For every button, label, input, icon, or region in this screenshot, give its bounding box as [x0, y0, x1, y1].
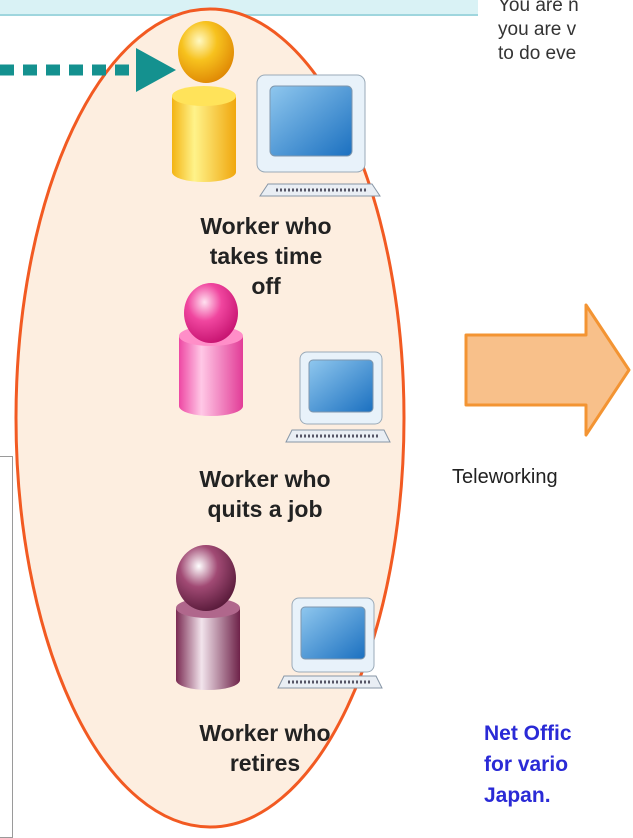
worker-label-takes-time-off: Worker who takes time off	[200, 213, 332, 299]
worker-label-quits-job: Worker who quits a job	[199, 466, 331, 522]
computer-icon-3	[277, 597, 383, 689]
net-office-text: Net Offic for vario Japan.	[484, 722, 572, 807]
teleworking-label: Teleworking	[452, 466, 558, 488]
computer-icon-1	[256, 74, 381, 197]
computer-icon-2	[285, 351, 391, 443]
big-arrow-icon	[464, 303, 631, 437]
worker-icon-1	[172, 21, 236, 182]
worker-label-retires: Worker who retires	[199, 720, 331, 776]
worker-icon-2	[179, 283, 243, 416]
note-text: You are n you are v to do eve	[498, 0, 579, 64]
worker-icon-3	[176, 545, 240, 690]
dotted-arrow	[0, 48, 176, 92]
